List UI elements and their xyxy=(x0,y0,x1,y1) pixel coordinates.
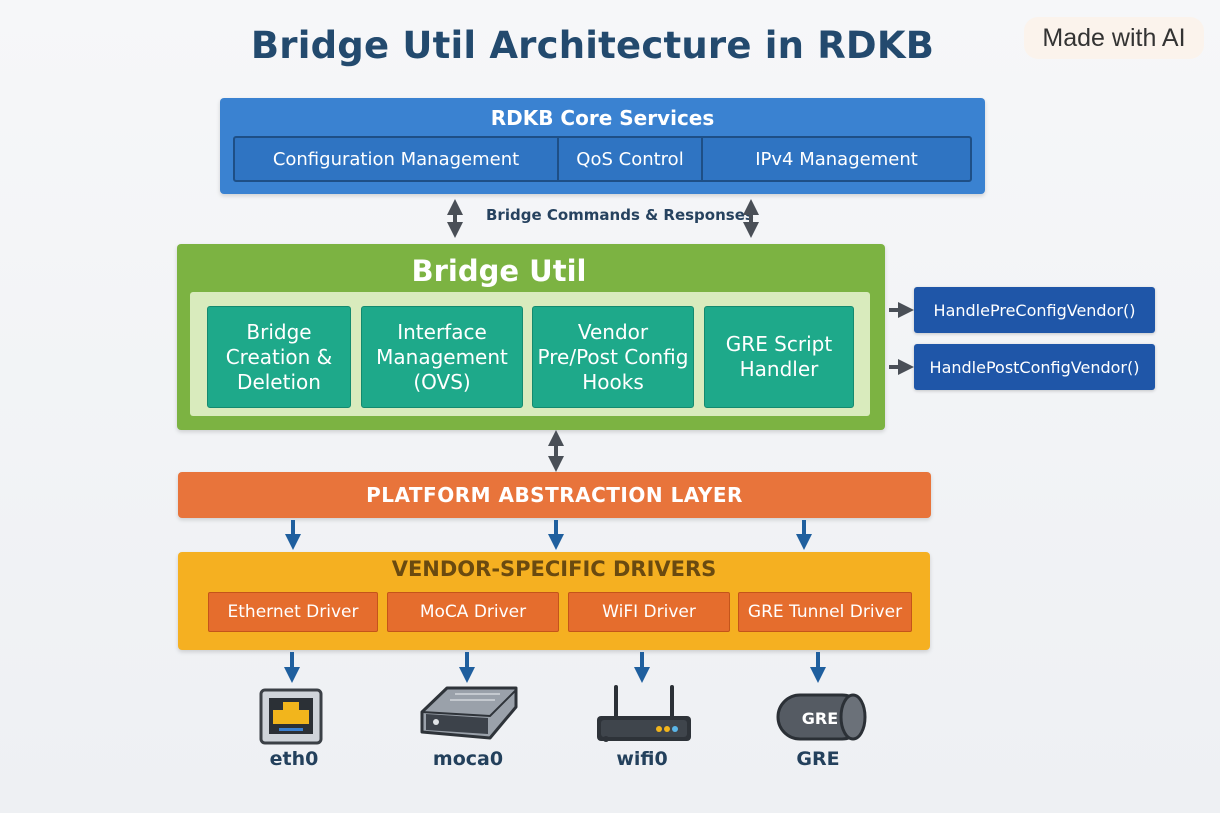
module-vendor-hooks: Vendor Pre/Post Config Hooks xyxy=(532,306,694,408)
core-item-qos: QoS Control xyxy=(559,138,703,180)
device-label-gre: GRE xyxy=(796,748,840,770)
handle-pre-config-vendor: HandlePreConfigVendor() xyxy=(914,287,1155,333)
moca-adapter-icon xyxy=(420,686,518,740)
gre-tunnel-icon: GRE xyxy=(776,693,867,741)
module-gre-script-handler: GRE Script Handler xyxy=(704,306,854,408)
watermark-badge: Made with AI xyxy=(1024,17,1204,59)
module-interface-management: Interface Management (OVS) xyxy=(361,306,523,408)
driver-ethernet: Ethernet Driver xyxy=(208,592,378,632)
bridge-commands-label: Bridge Commands & Responses xyxy=(486,206,754,224)
gre-icon-text: GRE xyxy=(802,709,838,728)
core-services-title: RDKB Core Services xyxy=(490,106,715,130)
diagram-title: Bridge Util Architecture in RDKB xyxy=(250,24,935,67)
device-label-wifi0: wifi0 xyxy=(616,748,668,770)
handle-post-config-vendor: HandlePostConfigVendor() xyxy=(914,344,1155,390)
vendor-drivers-box: VENDOR-SPECIFIC DRIVERS Ethernet Driver … xyxy=(178,552,930,650)
driver-moca: MoCA Driver xyxy=(387,592,559,632)
core-item-ipv4: IPv4 Management xyxy=(755,148,918,170)
core-services-box: RDKB Core Services Configuration Managem… xyxy=(220,98,985,194)
driver-wifi: WiFI Driver xyxy=(568,592,730,632)
platform-abstraction-layer: PLATFORM ABSTRACTION LAYER xyxy=(178,472,931,518)
device-label-eth0: eth0 xyxy=(269,748,319,770)
bridge-util-modules: Bridge Creation & Deletion Interface Man… xyxy=(190,292,870,416)
device-label-moca0: moca0 xyxy=(432,748,504,770)
bridge-util-title: Bridge Util xyxy=(411,254,587,288)
bridge-util-box: Bridge Util Bridge Creation & Deletion I… xyxy=(177,244,885,430)
ethernet-port-icon xyxy=(259,688,323,745)
vendor-drivers-title: VENDOR-SPECIFIC DRIVERS xyxy=(391,557,717,581)
driver-gre-tunnel: GRE Tunnel Driver xyxy=(738,592,912,632)
module-bridge-creation: Bridge Creation & Deletion xyxy=(207,306,351,408)
core-item-configuration: Configuration Management xyxy=(235,138,559,180)
wifi-router-icon xyxy=(597,685,691,742)
core-services-row: Configuration Management QoS Control IPv… xyxy=(233,136,972,182)
